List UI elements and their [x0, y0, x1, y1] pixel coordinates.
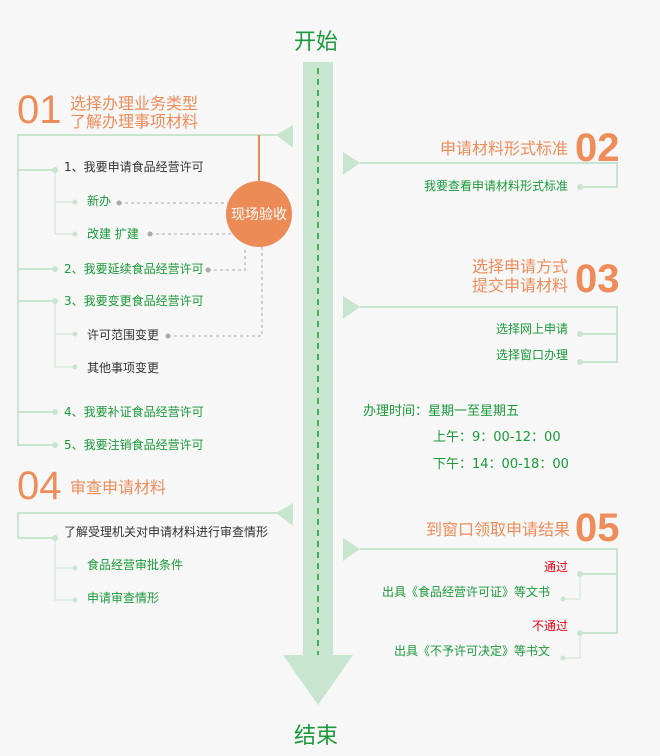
start-label: 开始	[294, 30, 339, 55]
step-02-title: 申请材料形式标准	[439, 139, 568, 158]
step-02-number: 02	[575, 126, 620, 170]
item-scope-change[interactable]: 许可范围变更	[87, 328, 160, 342]
step-01-title-line1: 选择办理业务类型	[70, 94, 199, 113]
inspection-label: 现场验收	[231, 207, 287, 223]
central-arrow-head	[283, 655, 353, 705]
item-approval-conditions[interactable]: 食品经营审批条件	[87, 558, 184, 572]
item-rebuild-expand[interactable]: 改建 扩建	[87, 227, 139, 241]
step-05-title: 到窗口领取申请结果	[425, 520, 570, 539]
fail-result: 出具《不予许可决定》等书文	[393, 644, 550, 658]
pass-label: 通过	[543, 560, 568, 574]
step-04-number: 04	[17, 464, 62, 508]
pass-result: 出具《食品经营许可证》等文书	[381, 585, 550, 599]
step-03-title-line1: 选择申请方式	[471, 257, 568, 276]
item-other-change[interactable]: 其他事项变更	[87, 361, 160, 375]
item-renew-license[interactable]: 2、我要延续食品经营许可	[64, 262, 204, 276]
item-apply-online[interactable]: 选择网上申请	[495, 322, 568, 336]
office-hours-afternoon: 下午：14：00-18：00	[433, 457, 569, 472]
step-01-number: 01	[17, 88, 62, 132]
step-05-number: 05	[575, 506, 620, 550]
item-reissue-license[interactable]: 4、我要补证食品经营许可	[64, 405, 204, 419]
step-01-title-line2: 了解办理事项材料	[70, 112, 199, 131]
item-apply-window[interactable]: 选择窗口办理	[495, 348, 568, 362]
office-hours-days: 办理时间：星期一至星期五	[363, 404, 520, 419]
inspection-badge: 现场验收	[226, 181, 292, 247]
item-review-cases[interactable]: 申请审查情形	[87, 591, 160, 605]
end-label: 结束	[294, 724, 339, 749]
item-view-material-standard[interactable]: 我要查看申请材料形式标准	[423, 179, 568, 193]
step-03-title-line2: 提交申请材料	[471, 276, 568, 295]
item-apply-license[interactable]: 1、我要申请食品经营许可	[64, 160, 204, 174]
step-03-number: 03	[575, 257, 620, 301]
office-hours-morning: 上午：9：00-12：00	[433, 430, 561, 445]
item-cancel-license[interactable]: 5、我要注销食品经营许可	[64, 438, 204, 452]
item-change-license[interactable]: 3、我要变更食品经营许可	[64, 294, 204, 308]
fail-label: 不通过	[531, 619, 568, 633]
item-new[interactable]: 新办	[87, 194, 112, 208]
step-04-title: 审查申请材料	[70, 478, 167, 497]
item-review-situation[interactable]: 了解受理机关对申请材料进行审查情形	[64, 525, 269, 539]
